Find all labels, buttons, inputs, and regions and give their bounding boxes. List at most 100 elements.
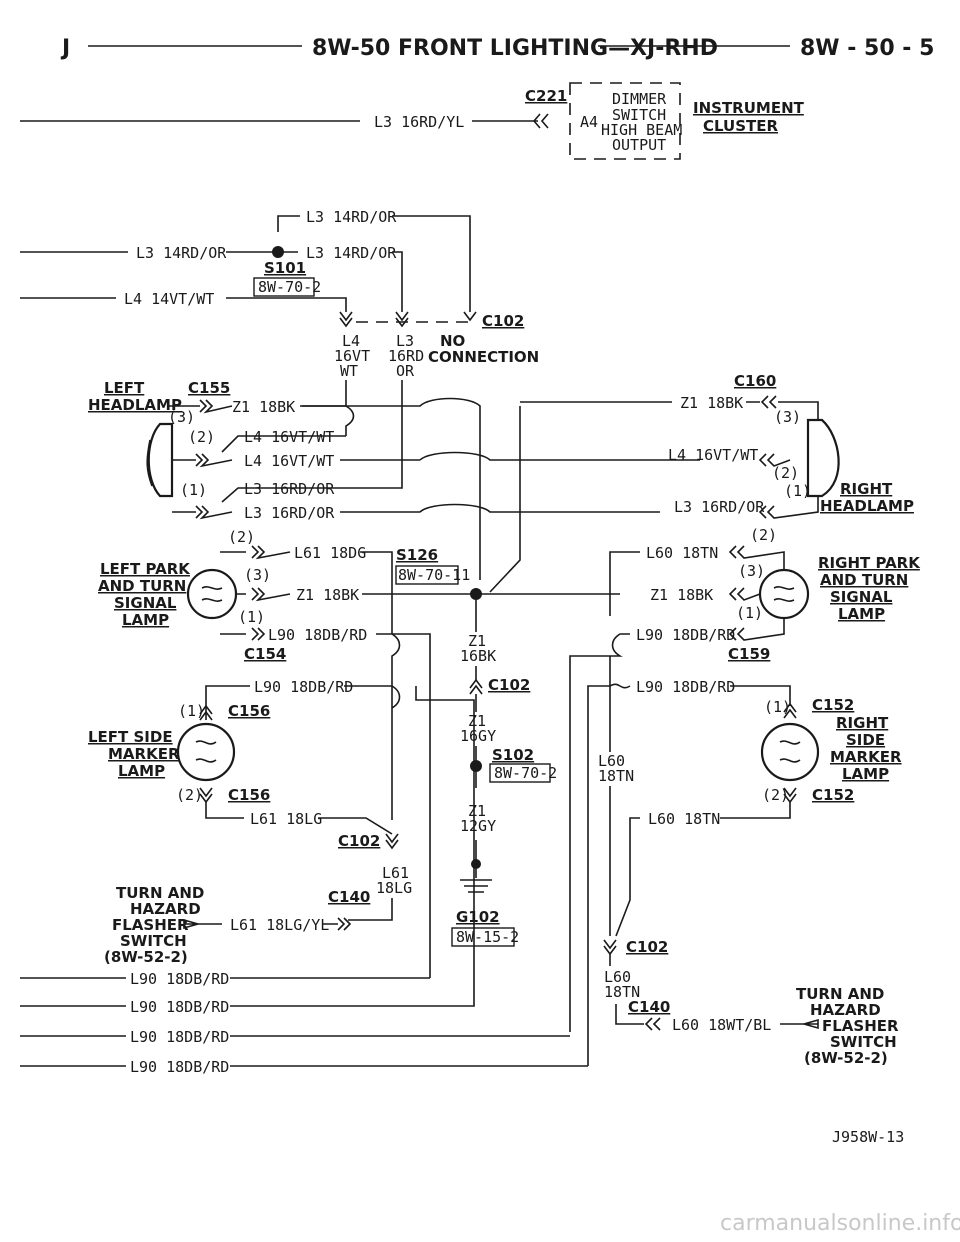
left-side-label-3: LAMP — [118, 762, 165, 780]
splice-s126: S126 — [396, 546, 438, 564]
stack-or: OR — [396, 362, 415, 380]
c102-pin-l60 — [603, 939, 617, 956]
connector-c140-left: C140 — [328, 888, 370, 906]
right-side-label-1: RIGHT — [836, 714, 889, 732]
connector-c102-right: C102 — [626, 938, 668, 956]
lh-wire-l4-2: L4 16VT/WT — [244, 452, 334, 470]
ground-g102: G102 — [456, 908, 500, 926]
center-z1-b: Z1 — [468, 802, 486, 820]
rh-pin-2: (2) — [772, 464, 799, 482]
rh-wire-l4: L4 16VT/WT — [668, 446, 758, 464]
ref-g102: 8W-15-2 — [456, 928, 519, 946]
right-headlamp-block: C160 Z1 18BK (3) L4 16VT/WT (2) (1) L3 1… — [520, 372, 914, 519]
splice-s101-dot — [272, 246, 284, 258]
page-title: 8W-50 FRONT LIGHTING—XJ-RHD — [312, 36, 718, 61]
connector-c152-top: C152 — [812, 696, 854, 714]
right-side-marker-icon — [760, 722, 820, 782]
rsm-wire-l90: L90 18DB/RD — [636, 678, 735, 696]
right-side-label-4: LAMP — [842, 765, 889, 783]
rsm-stack-l60: L60 — [598, 752, 625, 770]
pin-a4: A4 — [580, 113, 598, 131]
left-side-label-2: MARKER — [108, 745, 180, 763]
right-headlamp-label-1: RIGHT — [840, 480, 893, 498]
rsm-pin-2: (2) — [762, 786, 789, 804]
bottom-l90-3: L90 18DB/RD — [130, 1028, 229, 1046]
center-16gy: 16GY — [460, 727, 496, 745]
connector-c221-symbol — [532, 113, 549, 129]
stack-l3: L3 — [396, 332, 414, 350]
flasher-right-5: (8W-52-2) — [804, 1049, 888, 1067]
right-park-lamp-icon — [758, 568, 810, 620]
flasher-right-4: SWITCH — [830, 1033, 897, 1051]
lh-wire-l3-2: L3 16RD/OR — [244, 504, 335, 522]
rh-pin-3: (3) — [774, 408, 801, 426]
right-park-label-4: LAMP — [838, 605, 885, 623]
ref-s126: 8W-70-11 — [398, 566, 470, 584]
right-headlamp-label-2: HEADLAMP — [820, 497, 914, 515]
stack-l61: L61 — [382, 864, 409, 882]
stack-l4: L4 — [342, 332, 360, 350]
rh-wire-z1: Z1 18BK — [680, 394, 743, 412]
right-side-label-2: SIDE — [846, 731, 885, 749]
c102-pin-l61 — [385, 833, 399, 850]
splice-s101-block: L3 14RD/OR L3 14RD/OR L3 14RD/OR S101 8W… — [20, 208, 539, 392]
splice-s101: S101 — [264, 259, 306, 277]
flasher-right-2: HAZARD — [810, 1001, 881, 1019]
rsm-stack-18tn: 18TN — [598, 767, 634, 785]
right-park-label-3: SIGNAL — [830, 588, 893, 606]
dimmer-line-3: HIGH BEAM — [601, 121, 682, 139]
wire-label-l4-14vt-wt: L4 14VT/WT — [124, 290, 214, 308]
right-park-label-1: RIGHT PARK — [818, 554, 921, 572]
right-side-marker-block: L90 18DB/RD (1) C152 RIGHT SIDE MARKER L… — [587, 656, 902, 1067]
stack-16vt: 16VT — [334, 347, 370, 365]
lp-wire-z1: Z1 18BK — [296, 586, 359, 604]
left-side-marker-block: L90 18DB/RD (1) C156 LEFT SIDE MARKER LA… — [88, 678, 412, 921]
left-side-label-1: LEFT SIDE — [88, 728, 173, 746]
flasher-right-3: FLASHER — [822, 1017, 899, 1035]
bottom-l90-1: L90 18DB/RD — [130, 970, 229, 988]
connector-c159: C159 — [728, 645, 770, 663]
connector-c221: C221 — [525, 87, 567, 105]
rp-pin-3: (3) — [738, 562, 765, 580]
splice-s102: S102 — [492, 746, 534, 764]
wire-label-l3-14rd-or-top: L3 14RD/OR — [306, 208, 397, 226]
figure-id: J958W-13 — [832, 1128, 904, 1146]
left-headlamp-label-1: LEFT — [104, 379, 145, 397]
lsm-pin-1: (1) — [178, 702, 205, 720]
instrument-cluster-line-2: CLUSTER — [703, 117, 778, 135]
splice-s102-dot — [470, 760, 482, 772]
rsm-wire-l60: L60 18TN — [648, 810, 720, 828]
left-side-marker-icon — [176, 722, 236, 782]
connector-c140-right: C140 — [628, 998, 670, 1016]
lp-pin-3: (3) — [244, 566, 271, 584]
flasher-left-4: SWITCH — [120, 932, 187, 950]
lp-pin-1: (1) — [238, 608, 265, 626]
center-ground-block: C102 Z1 16GY S102 8W-70-2 Z1 12GY G102 8… — [451, 666, 557, 947]
lh-pin-3: (3) — [168, 408, 195, 426]
flasher-right-1: TURN AND — [796, 985, 884, 1003]
stack-18lg: 18LG — [376, 879, 412, 897]
rh-wire-l3: L3 16RD/OR — [674, 498, 765, 516]
rh-pin-1: (1) — [784, 482, 811, 500]
left-headlamp-label-2: HEADLAMP — [88, 396, 182, 414]
left-park-lamp-icon — [186, 568, 238, 620]
no-connection-1: NO — [440, 332, 465, 350]
wire-label-l3-14rd-or-left: L3 14RD/OR — [136, 244, 227, 262]
center-z1-a: Z1 — [468, 712, 486, 730]
header-left: J — [60, 36, 70, 61]
c102-pin-l4 — [339, 311, 353, 328]
left-park-label-2: AND TURN — [98, 577, 186, 595]
flasher-left-3: FLASHER — [112, 916, 189, 934]
bottom-l90-runs: L90 18DB/RD L90 18DB/RD L90 18DB/RD L90 … — [20, 686, 588, 1076]
connector-c154: C154 — [244, 645, 286, 663]
connector-c156-bottom: C156 — [228, 786, 270, 804]
connector-c155: C155 — [188, 379, 230, 397]
lf-wire-l61: L61 18LG/YL — [230, 916, 329, 934]
ref-s101: 8W-70-2 — [258, 278, 321, 296]
wire-label-l3-14rd-or-mid: L3 14RD/OR — [306, 244, 397, 262]
flasher-left-5: (8W-52-2) — [104, 948, 188, 966]
stack-16rd: 16RD — [388, 347, 424, 365]
lh-wire-z1: Z1 18BK — [232, 398, 295, 416]
stack-wt: WT — [340, 362, 358, 380]
connector-c160: C160 — [734, 372, 776, 390]
